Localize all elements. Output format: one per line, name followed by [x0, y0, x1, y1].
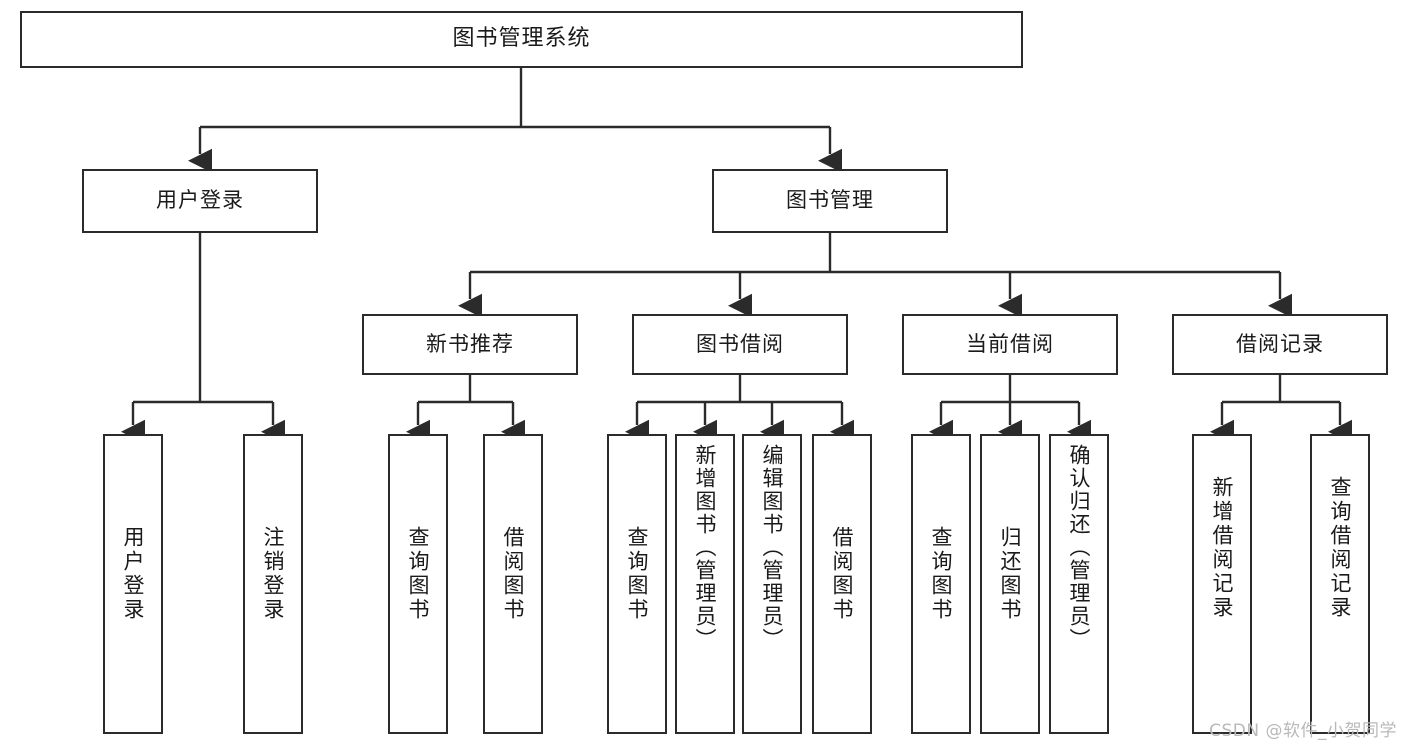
node-label: 用户登录: [121, 526, 146, 622]
node-book-management-system[interactable]: 图书管理系统: [20, 11, 1023, 68]
node-label: 归还图书: [998, 526, 1023, 622]
node-label: 新书推荐: [426, 331, 514, 356]
node-user-login[interactable]: 用户登录: [82, 169, 318, 233]
leaf-edit-book-admin[interactable]: 编辑图书（管理员）: [742, 434, 802, 734]
node-label: 图书管理: [786, 188, 874, 213]
node-label: 当前借阅: [966, 331, 1054, 356]
node-label: 查询图书: [929, 526, 954, 622]
node-book-borrow[interactable]: 图书借阅: [632, 314, 848, 375]
leaf-borrow-book[interactable]: 借阅图书: [812, 434, 872, 734]
leaf-query-book-current[interactable]: 查询图书: [911, 434, 971, 734]
node-label: 查询图书: [406, 526, 431, 622]
leaf-add-borrow-record[interactable]: 新增借阅记录: [1192, 434, 1252, 734]
node-label: 确认归还（管理员）: [1067, 444, 1092, 651]
leaf-query-borrow-record[interactable]: 查询借阅记录: [1310, 434, 1370, 734]
node-label: 借阅记录: [1236, 331, 1324, 356]
node-current-borrow[interactable]: 当前借阅: [902, 314, 1118, 375]
leaf-user-login[interactable]: 用户登录: [103, 434, 163, 734]
node-label: 新增图书（管理员）: [693, 444, 718, 651]
node-label: 用户登录: [156, 188, 244, 213]
node-label: 图书管理系统: [452, 26, 591, 52]
node-label: 编辑图书（管理员）: [760, 444, 785, 651]
leaf-query-book-recommend[interactable]: 查询图书: [388, 434, 448, 734]
leaf-add-book-admin[interactable]: 新增图书（管理员）: [675, 434, 735, 734]
node-label: 注销登录: [261, 526, 286, 622]
node-label: 查询图书: [625, 526, 650, 622]
leaf-user-logout[interactable]: 注销登录: [243, 434, 303, 734]
node-borrow-record[interactable]: 借阅记录: [1172, 314, 1388, 375]
node-label: 借阅图书: [830, 526, 855, 622]
leaf-return-book[interactable]: 归还图书: [980, 434, 1040, 734]
node-label: 借阅图书: [501, 526, 526, 622]
watermark: CSDN @软件_小贺同学: [1209, 721, 1397, 741]
node-label: 查询借阅记录: [1328, 476, 1353, 620]
leaf-confirm-return-admin[interactable]: 确认归还（管理员）: [1049, 434, 1109, 734]
node-label: 新增借阅记录: [1210, 476, 1235, 620]
leaf-borrow-book-recommend[interactable]: 借阅图书: [483, 434, 543, 734]
node-label: 图书借阅: [696, 331, 784, 356]
node-book-management[interactable]: 图书管理: [712, 169, 948, 233]
node-new-book-recommend[interactable]: 新书推荐: [362, 314, 578, 375]
leaf-query-book-borrow[interactable]: 查询图书: [607, 434, 667, 734]
